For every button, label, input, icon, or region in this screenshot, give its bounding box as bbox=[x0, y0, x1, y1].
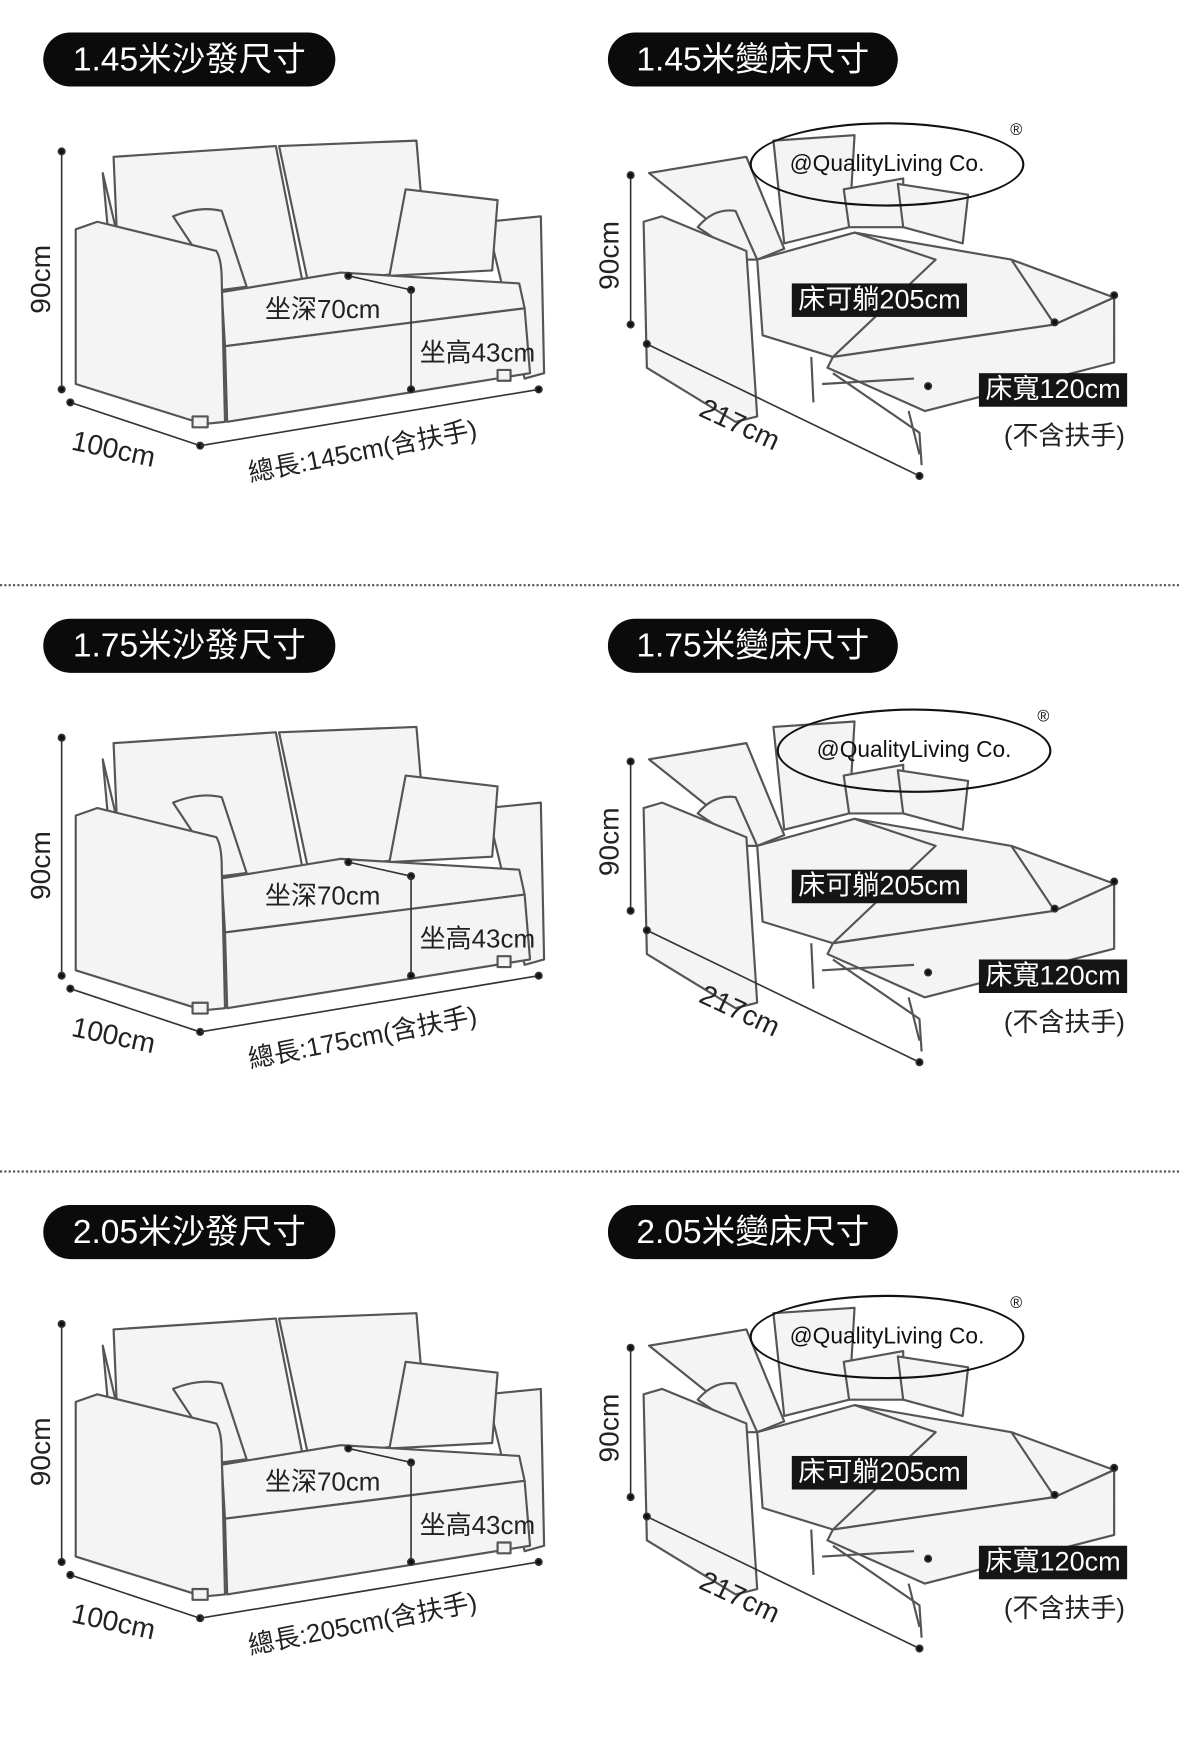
size-section: 2.05米沙發尺寸 2.05米變床尺寸 90cm 100cm 總長:205cm(… bbox=[0, 1173, 1179, 1759]
lying-length-badge: 床可躺205cm bbox=[791, 1455, 968, 1490]
registered-mark: ® bbox=[1037, 707, 1050, 726]
sofa-size-title: 2.05米沙發尺寸 bbox=[43, 1205, 336, 1260]
sofa-height-label: 90cm bbox=[23, 1417, 57, 1487]
sofa-illustrations bbox=[57, 134, 1119, 481]
seat-height-label: 坐高43cm bbox=[419, 338, 536, 368]
lying-length-badge: 床可躺205cm bbox=[791, 283, 968, 317]
bed-size-title: 1.45米變床尺寸 bbox=[607, 32, 898, 87]
bed-width-badge: 床寬120cm bbox=[978, 1545, 1128, 1580]
dimension-lines bbox=[57, 733, 1119, 1067]
sofa-size-title: 1.75米沙發尺寸 bbox=[43, 618, 336, 673]
registered-mark: ® bbox=[1010, 1293, 1023, 1313]
seat-depth-label: 坐深70cm bbox=[265, 881, 381, 911]
section-divider bbox=[0, 1170, 1179, 1173]
dimension-lines bbox=[57, 147, 1119, 481]
registered-mark: ® bbox=[1010, 121, 1023, 140]
bed-size-title: 1.75米變床尺寸 bbox=[607, 618, 898, 673]
bed-width-badge: 床寬120cm bbox=[978, 373, 1128, 407]
sofa-drawing bbox=[74, 1312, 546, 1601]
bed-size-title: 2.05米變床尺寸 bbox=[607, 1205, 898, 1260]
sofa-height-label: 90cm bbox=[23, 831, 57, 900]
armrest-excluded-note: (不含扶手) bbox=[1003, 1008, 1125, 1038]
sofa-illustrations bbox=[57, 720, 1119, 1067]
seat-depth-label: 坐深70cm bbox=[265, 1467, 381, 1498]
sofa-size-title: 1.45米沙發尺寸 bbox=[43, 32, 336, 87]
section-divider bbox=[0, 584, 1179, 587]
lying-length-badge: 床可躺205cm bbox=[791, 869, 968, 904]
seat-depth-label: 坐深70cm bbox=[265, 295, 381, 325]
size-section: 1.75米沙發尺寸 1.75米變床尺寸 90cm 100cm 總長:175cm(… bbox=[0, 586, 1179, 1173]
watermark-logo: @QualityLiving Co. bbox=[776, 708, 1052, 793]
sofa-illustrations bbox=[57, 1306, 1119, 1653]
bed-width-badge: 床寬120cm bbox=[978, 959, 1128, 994]
sofa-drawing bbox=[74, 139, 546, 429]
size-section: 1.45米沙發尺寸 1.45米變床尺寸 90cm 100cm 總長:145cm(… bbox=[0, 0, 1179, 587]
bed-height-label: 90cm bbox=[592, 221, 626, 290]
watermark-logo: @QualityLiving Co. bbox=[749, 1294, 1025, 1380]
bed-height-label: 90cm bbox=[592, 807, 626, 877]
seat-height-label: 坐高43cm bbox=[419, 1511, 536, 1541]
seat-height-label: 坐高43cm bbox=[419, 924, 536, 955]
armrest-excluded-note: (不含扶手) bbox=[1003, 1594, 1125, 1624]
armrest-excluded-note: (不含扶手) bbox=[1003, 421, 1125, 452]
dimension-lines bbox=[57, 1319, 1119, 1653]
watermark-logo: @QualityLiving Co. bbox=[749, 122, 1025, 207]
sofa-height-label: 90cm bbox=[23, 244, 57, 314]
sofa-drawing bbox=[74, 725, 546, 1015]
bed-height-label: 90cm bbox=[592, 1393, 626, 1463]
